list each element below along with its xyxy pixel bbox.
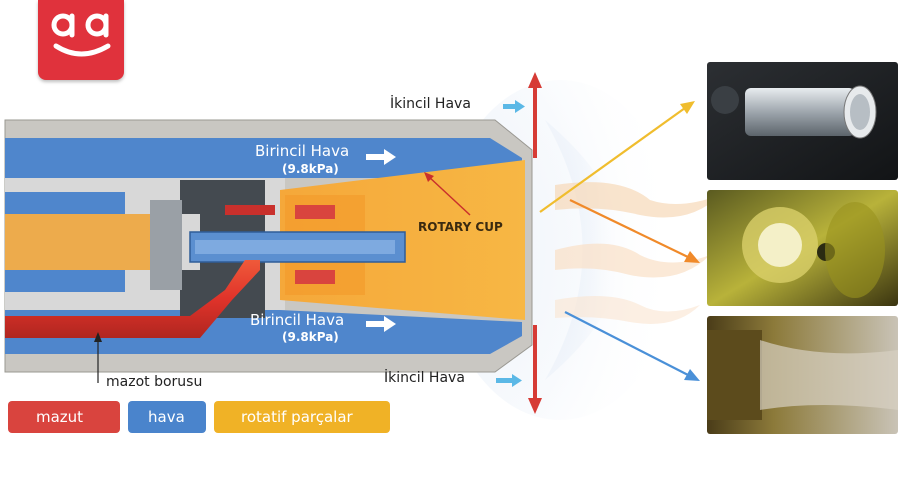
secondary-air-flow-icon-top — [503, 100, 525, 113]
fuel-pipe-pointer — [94, 332, 102, 383]
inner-air-bottom — [5, 270, 125, 292]
fuel-nozzle — [295, 205, 335, 219]
primary-air-flow-icon-top — [366, 149, 396, 165]
central-air-tube-core — [195, 240, 395, 254]
rotary-cup-label: ROTARY CUP — [418, 220, 503, 234]
photo-cup-spray — [707, 316, 898, 434]
primary-air-label-top: Birincil Hava — [255, 142, 350, 160]
flame-wisp — [555, 243, 710, 278]
primary-air-channel-top — [5, 138, 522, 178]
secondary-air-arrow-top — [528, 72, 542, 158]
arrow-to-photo-top — [539, 101, 695, 213]
rotary-cup-pointer — [424, 172, 471, 216]
photo-cup-flame — [707, 190, 898, 306]
fuel-pipe — [5, 260, 260, 338]
arrow-to-photo-bottom — [564, 311, 700, 381]
flame-wisp — [555, 182, 720, 218]
bearing-gray — [150, 200, 182, 290]
legend-air: hava — [128, 401, 206, 433]
brand-logo — [38, 0, 124, 80]
primary-air-flow-icon-bottom — [366, 316, 396, 332]
inner-air-top — [5, 192, 125, 214]
flame-wisp — [555, 296, 700, 324]
primary-air-pressure-top: (9.8kPa) — [282, 162, 339, 176]
photo-rotary-cup-tube — [707, 62, 898, 180]
arrow-to-photo-middle — [569, 199, 700, 263]
fuel-nozzle — [295, 270, 335, 284]
aa-smile-logo-icon — [51, 13, 111, 57]
fuel-pipe-label: mazot borusu — [106, 374, 203, 390]
primary-air-label-bottom: Birincil Hava — [250, 311, 345, 329]
secondary-air-label-top: İkincil Hava — [390, 96, 471, 112]
secondary-air-arrow-bottom — [528, 325, 542, 414]
legend-rotating-parts: rotatif parçalar — [214, 401, 390, 433]
primary-air-pressure-bottom: (9.8kPa) — [282, 330, 339, 344]
fuel-nozzle — [225, 205, 275, 215]
secondary-air-flow-icon-bottom — [496, 374, 522, 387]
legend-fuel: mazut — [8, 401, 120, 433]
secondary-air-label-bottom: İkincil Hava — [384, 370, 465, 386]
